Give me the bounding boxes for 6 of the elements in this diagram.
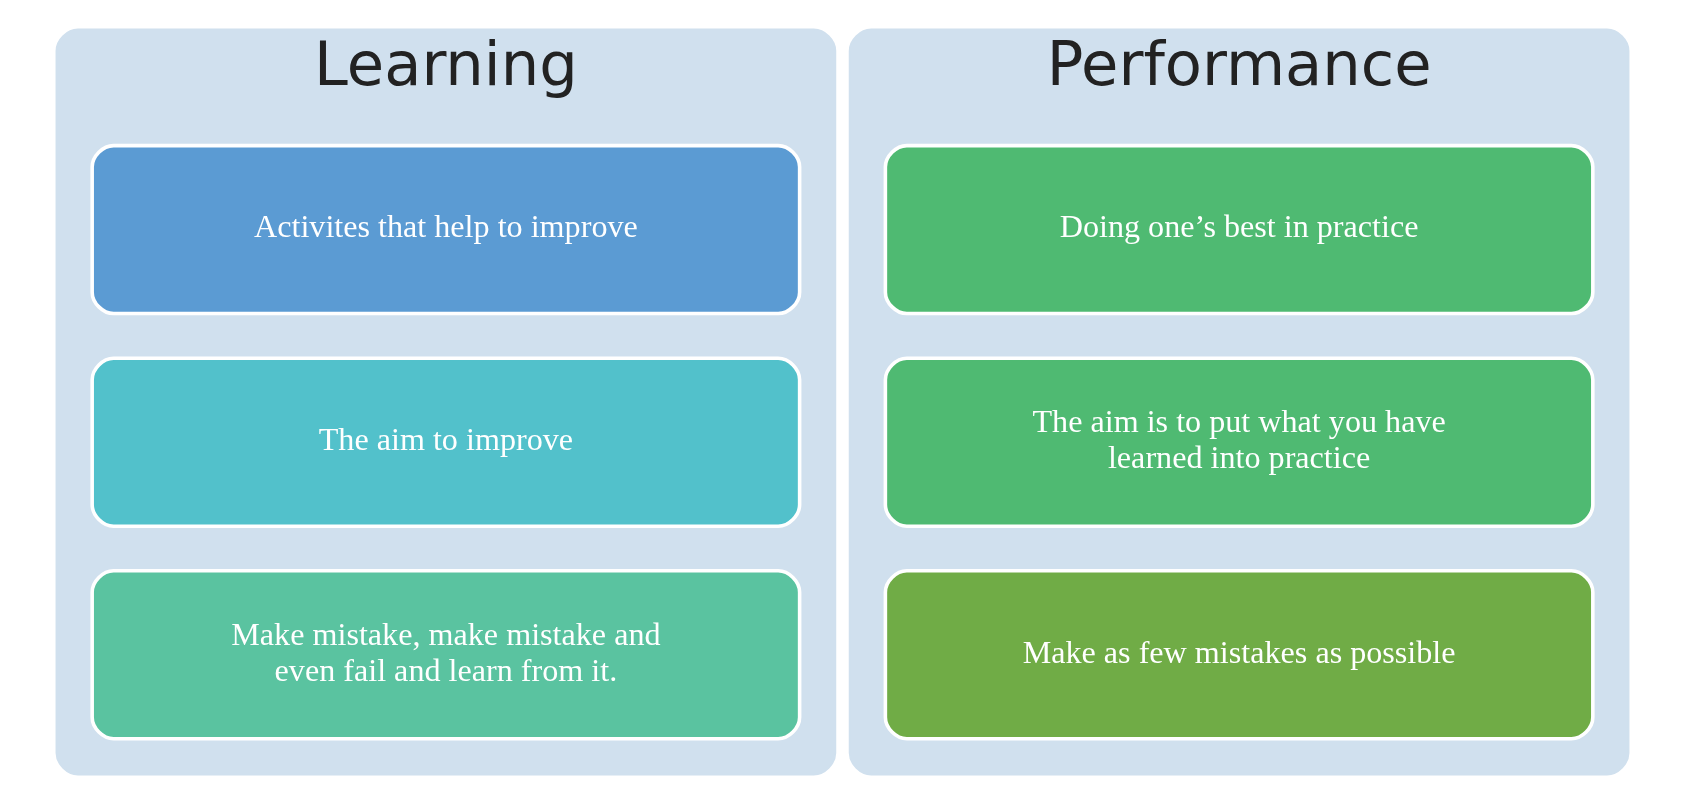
- node-box: Activites that help to improve: [90, 143, 802, 316]
- node-box: The aim to improve: [90, 356, 802, 528]
- node-box: The aim is to put what you have learned into practice: [883, 356, 1595, 528]
- node-box: Make mistake, make mistake and even fail and learn from it.: [90, 569, 802, 741]
- node-box: Make as few mistakes as possible: [883, 569, 1595, 741]
- node-box: Doing one’s best in practice: [883, 143, 1595, 316]
